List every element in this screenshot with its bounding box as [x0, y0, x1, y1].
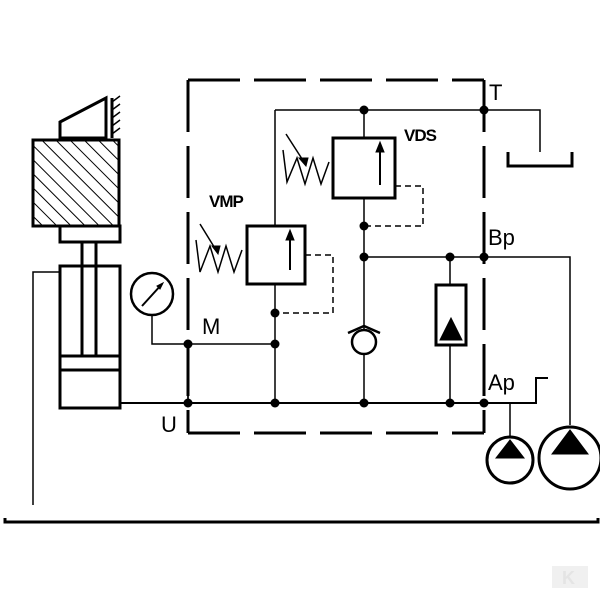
- hydraulic-pump-icon: [485, 403, 535, 485]
- check-valve-icon: [347, 324, 381, 356]
- pressure-gauge-icon: [129, 271, 175, 317]
- label-bp: Bp: [488, 225, 515, 250]
- relief-valve-icon: [195, 223, 334, 314]
- relief-valve-icon: [282, 133, 424, 227]
- label-vmp: VMP: [209, 192, 244, 211]
- label-u: U: [161, 412, 177, 437]
- brand-logo-icon: K: [552, 566, 588, 588]
- hydraulic-cylinder-icon: [31, 95, 122, 505]
- label-m: M: [202, 314, 220, 339]
- hydraulic-pump-icon: [537, 425, 600, 491]
- label-ap: Ap: [488, 370, 515, 395]
- svg-text:K: K: [562, 568, 575, 588]
- internal-lines: [187, 109, 571, 425]
- ground-line: [3, 518, 600, 524]
- tank-icon: [506, 152, 574, 168]
- accumulator-icon: [434, 283, 468, 347]
- label-t: T: [489, 80, 502, 105]
- label-vds: VDS: [404, 126, 437, 145]
- junction-dots: [183, 105, 489, 408]
